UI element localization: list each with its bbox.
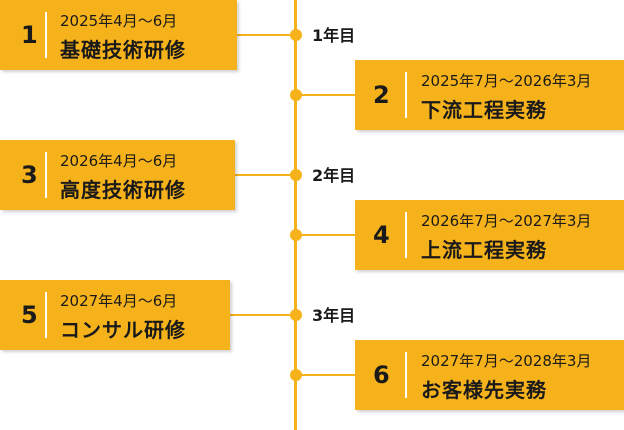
step-title: 高度技術研修	[60, 178, 186, 202]
step-card-2: 2 2025年7月〜2026年3月 下流工程実務	[355, 60, 624, 130]
step-5-connector	[230, 314, 295, 316]
step-separator	[45, 152, 47, 198]
step-period: 2026年4月〜6月	[60, 152, 178, 170]
year-2-dot	[289, 169, 302, 181]
step-number: 4	[373, 221, 390, 249]
step-title: 上流工程実務	[421, 238, 547, 262]
step-title: 基礎技術研修	[60, 38, 186, 62]
step-number: 2	[373, 81, 390, 109]
step-card-5: 5 2027年4月〜6月 コンサル研修	[0, 280, 230, 350]
step-1-connector	[237, 34, 295, 36]
step-card-1: 1 2025年4月〜6月 基礎技術研修	[0, 0, 237, 70]
year-1-label: 1年目	[312, 26, 356, 45]
step-period: 2027年7月〜2028年3月	[421, 352, 592, 370]
step-separator	[45, 292, 47, 338]
step-number: 6	[373, 361, 390, 389]
step-6-dot	[289, 369, 302, 381]
step-number: 5	[21, 301, 38, 329]
step-number: 3	[21, 161, 38, 189]
step-period: 2027年4月〜6月	[60, 292, 178, 310]
step-period: 2025年4月〜6月	[60, 12, 178, 30]
step-4-connector	[296, 234, 355, 236]
year-1-dot	[289, 29, 302, 41]
year-2-label: 2年目	[312, 166, 356, 185]
step-card-4: 4 2026年7月〜2027年3月 上流工程実務	[355, 200, 624, 270]
step-separator	[405, 352, 407, 398]
step-2-connector	[296, 94, 355, 96]
year-3-label: 3年目	[312, 306, 356, 325]
step-separator	[405, 212, 407, 258]
step-separator	[405, 72, 407, 118]
step-2-dot	[289, 89, 302, 101]
year-3-dot	[289, 309, 302, 321]
step-separator	[45, 12, 47, 58]
step-4-dot	[289, 229, 302, 241]
step-title: コンサル研修	[60, 318, 186, 342]
step-card-3: 3 2026年4月〜6月 高度技術研修	[0, 140, 235, 210]
step-6-connector	[296, 374, 355, 376]
step-card-6: 6 2027年7月〜2028年3月 お客様先実務	[355, 340, 624, 410]
timeline-axis	[294, 0, 297, 430]
step-period: 2025年7月〜2026年3月	[421, 72, 592, 90]
step-title: お客様先実務	[421, 378, 547, 402]
step-number: 1	[21, 21, 38, 49]
step-title: 下流工程実務	[421, 98, 547, 122]
step-3-connector	[235, 174, 295, 176]
step-period: 2026年7月〜2027年3月	[421, 212, 592, 230]
